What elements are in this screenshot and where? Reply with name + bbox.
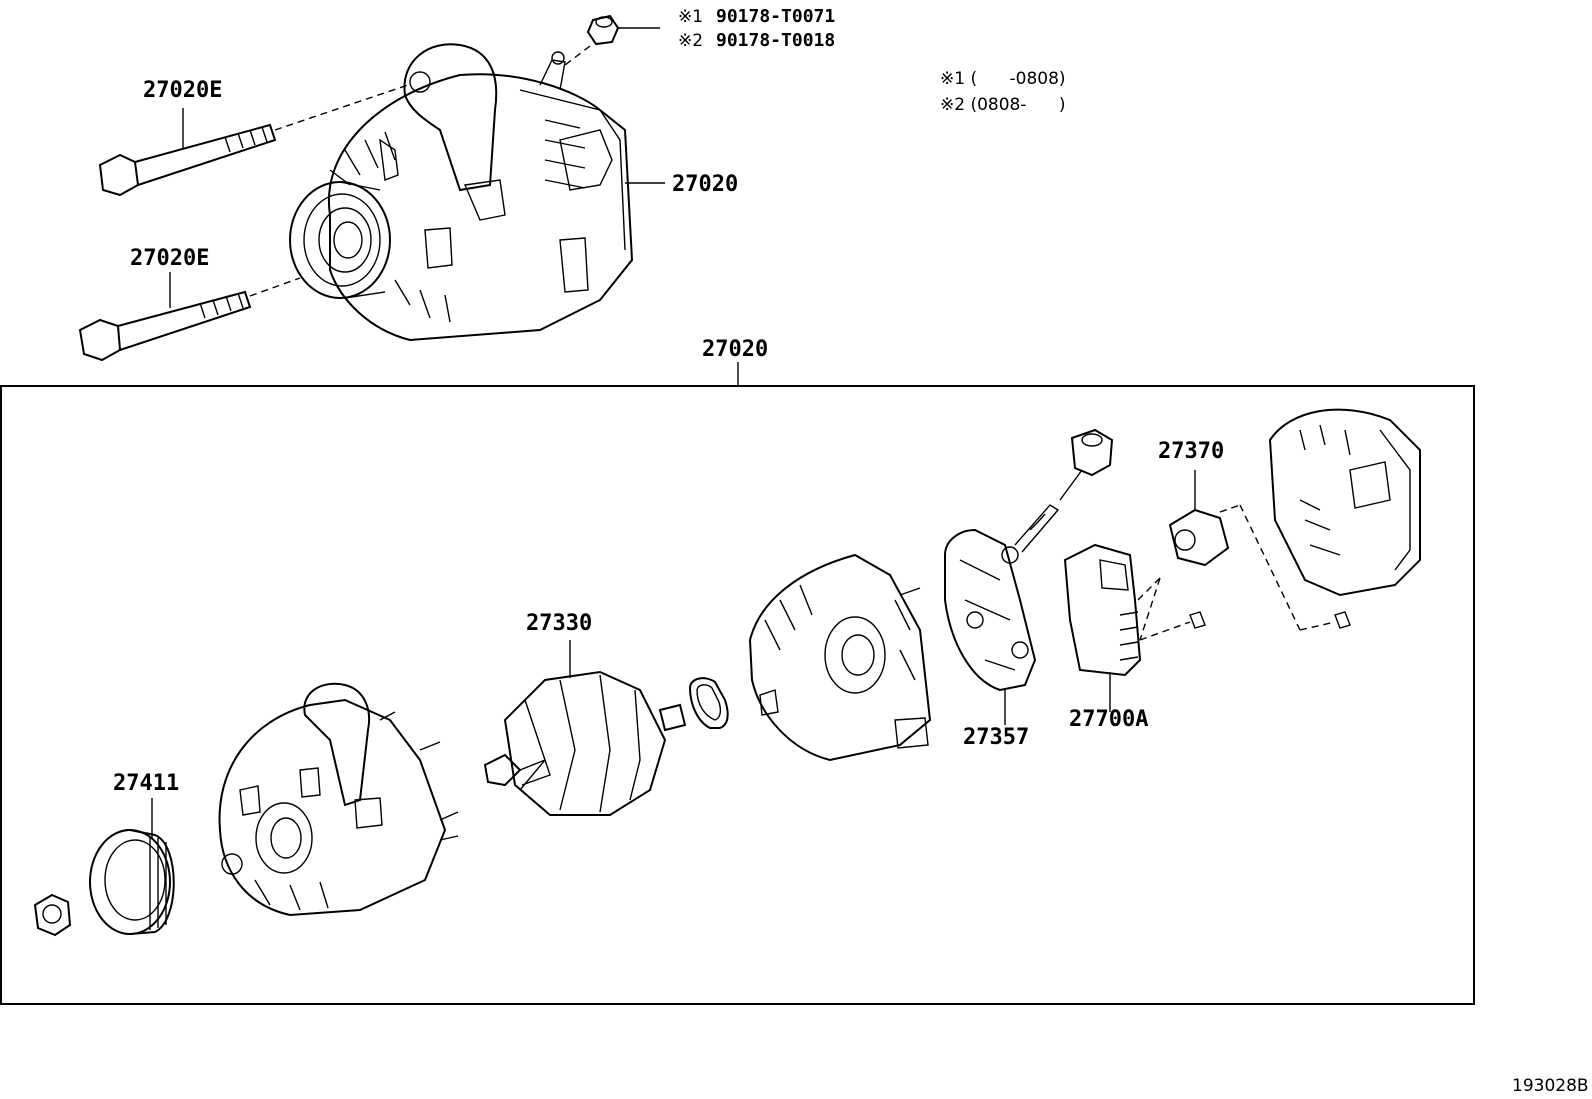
terminal-nut-exploded-illustration [1059, 428, 1114, 501]
legend-line-2: ※2 (0808- ) [940, 95, 1066, 115]
pulley-nut-illustration [33, 893, 72, 937]
callout-bolt-upper: 27020E [143, 78, 222, 103]
legend-line-1: ※1 ( -0808) [940, 69, 1066, 89]
rectifier-illustration [944, 504, 1060, 692]
callout-bolt-lower: 27020E [130, 246, 209, 271]
bolt-lower-illustration [78, 277, 301, 362]
terminal-nut-mark-1: ※1 [678, 7, 703, 27]
terminal-nut-illustration [564, 14, 660, 66]
exploded-view-frame [0, 385, 1475, 1005]
callout-rectifier: 27357 [963, 725, 1029, 750]
terminal-nut-mark-2: ※2 [678, 31, 703, 51]
figure-id: 193028B [1512, 1076, 1589, 1096]
callout-alternator-top: 27020 [672, 172, 738, 197]
alternator-assembly-illustration [289, 43, 634, 342]
callout-alternator-frame: 27020 [702, 337, 768, 362]
callout-regulator: 27700A [1069, 707, 1148, 732]
drive-end-frame-illustration [218, 682, 459, 917]
pulley-illustration [89, 829, 175, 935]
rectifier-end-frame-illustration [748, 553, 932, 762]
spacer-ring-illustration [688, 677, 729, 729]
regulator-illustration [1063, 543, 1206, 677]
brush-holder-illustration [1168, 504, 1351, 631]
rotor-illustration [483, 670, 687, 816]
terminal-nut-part-1: 90178-T0071 [716, 6, 835, 27]
callout-rotor: 27330 [526, 611, 592, 636]
rear-cover-illustration [1268, 408, 1421, 597]
terminal-nut-part-2: 90178-T0018 [716, 30, 835, 51]
callout-pulley: 27411 [113, 771, 179, 796]
bolt-upper-illustration [98, 84, 409, 197]
callout-brush-holder: 27370 [1158, 439, 1224, 464]
